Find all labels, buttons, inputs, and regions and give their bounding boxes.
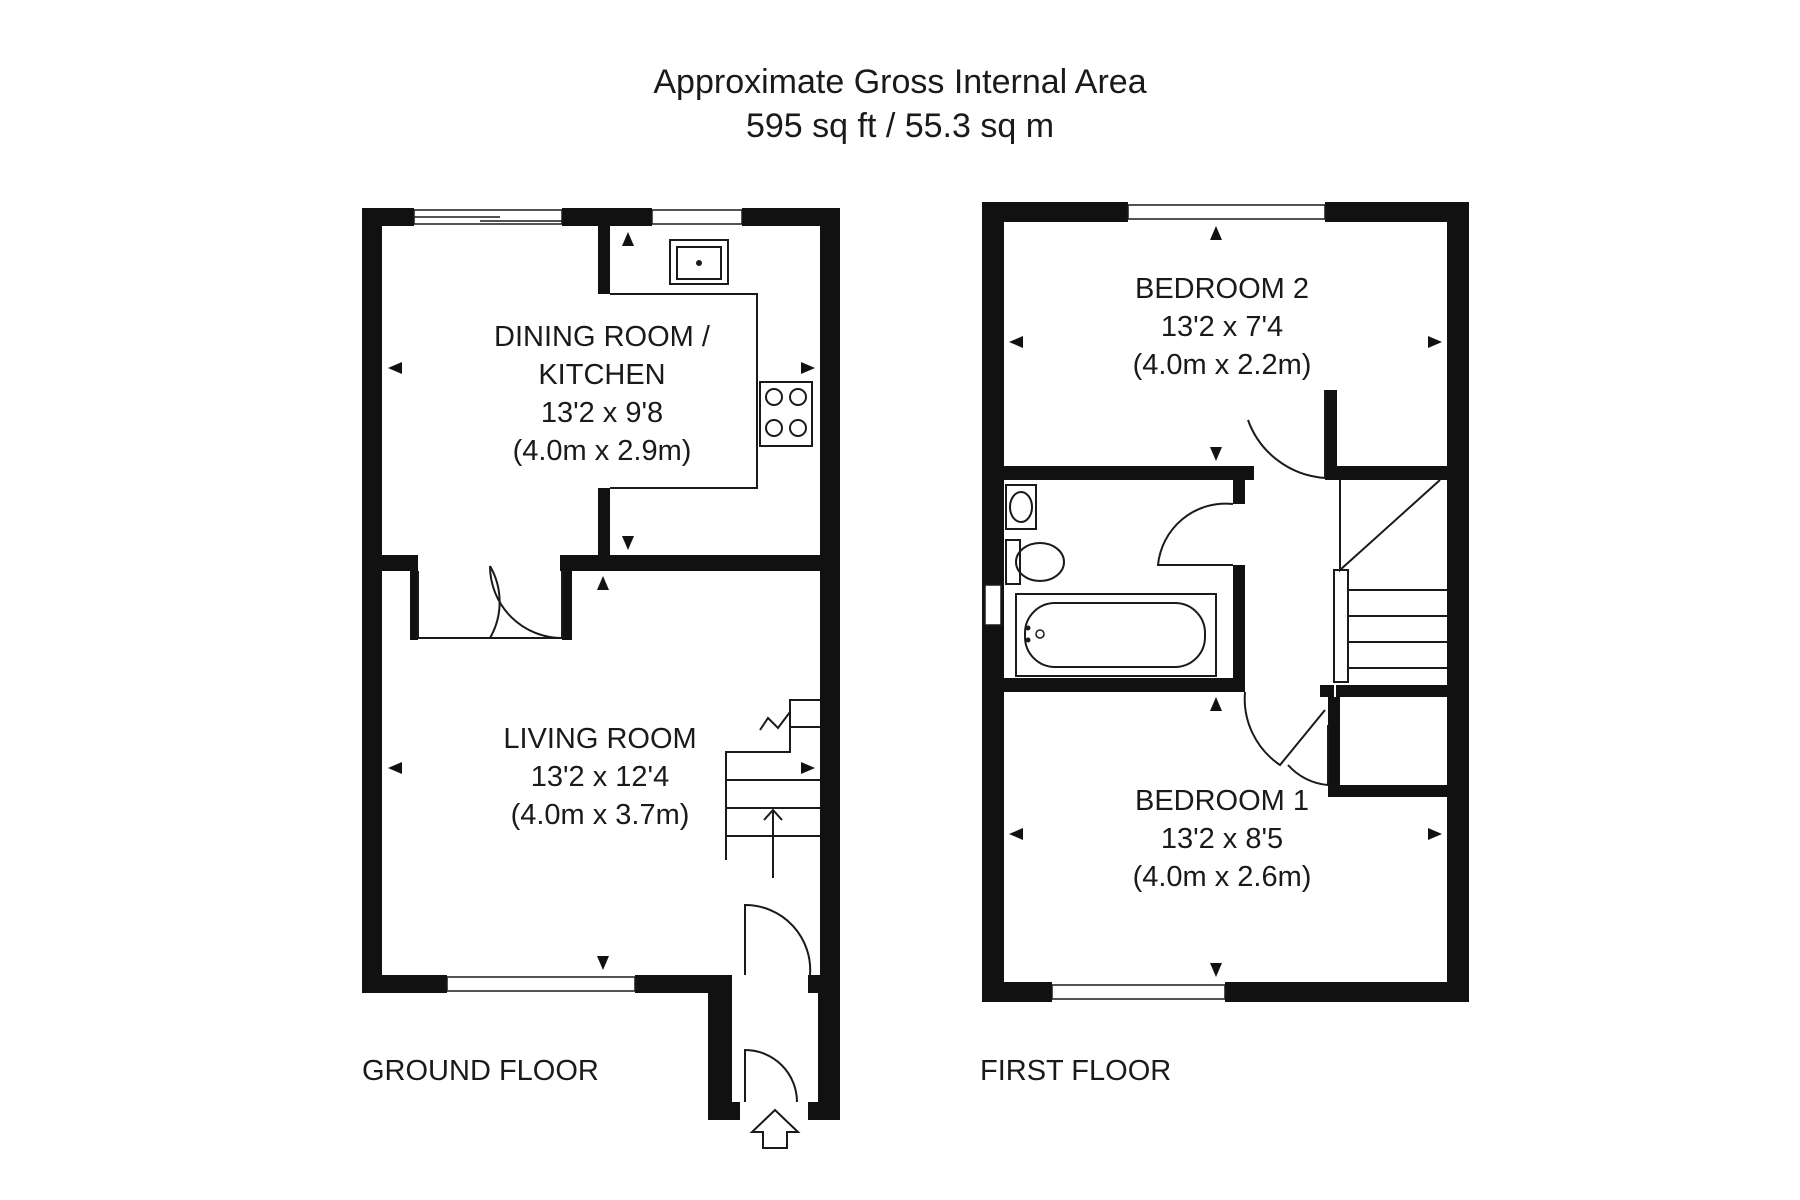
dimension-arrow-icon: [622, 536, 634, 550]
window-kitchen: [651, 209, 743, 225]
wall-east: [820, 208, 840, 988]
dimension-arrow-icon: [1009, 336, 1023, 348]
entrance-arrow-icon: [749, 1108, 801, 1149]
room-label-bedroom-1: BEDROOM 1 13'2 x 8'5 (4.0m x 2.6m): [1133, 785, 1312, 893]
window-bathroom: [984, 584, 1002, 626]
wall-south-2: [1225, 982, 1469, 1002]
window-bedroom-2: [1127, 204, 1326, 220]
wall-north-1: [982, 202, 1128, 222]
wall-south-1: [982, 982, 1052, 1002]
wall-bath-east-1: [1233, 466, 1245, 504]
floor-label-first: FIRST FLOOR: [980, 1055, 1171, 1087]
double-door-icon: [417, 565, 563, 639]
area-total: 595 sq ft / 55.3 sq m: [745, 107, 1055, 145]
porch-wall-south-2: [808, 1102, 840, 1120]
floorplan-header: Approximate Gross Internal Area 595 sq f…: [0, 60, 1800, 148]
wall-bath-south: [1004, 678, 1245, 692]
dimension-arrow-icon: [1210, 963, 1222, 977]
room-size-imperial: 13'2 x 9'8: [541, 397, 663, 429]
window-living: [446, 976, 636, 992]
wall-bedroom2-south-1: [1004, 466, 1254, 480]
wall-south-1: [362, 975, 447, 993]
toilet-icon: [1005, 539, 1065, 585]
dimension-arrow-icon: [388, 362, 402, 374]
dimension-arrow-icon: [1210, 226, 1222, 240]
porch-wall-south-1: [708, 1102, 740, 1120]
sink-icon: [669, 239, 729, 285]
area-title: Approximate Gross Internal Area: [653, 63, 1147, 101]
room-size-imperial: 13'2 x 12'4: [531, 761, 669, 793]
wall-bedroom2-stub: [1325, 390, 1337, 480]
dimension-arrow-icon: [1210, 447, 1222, 461]
porch-wall-east: [818, 975, 840, 1120]
room-size-metric: (4.0m x 2.2m): [1133, 349, 1312, 381]
dimension-arrow-icon: [597, 956, 609, 970]
dimension-arrow-icon: [622, 232, 634, 246]
room-size-imperial: 13'2 x 7'4: [1161, 311, 1283, 343]
wall-bedroom2-south-2: [1336, 466, 1447, 480]
wall-int-1: [382, 555, 417, 571]
dimension-arrow-icon: [801, 362, 815, 374]
wall-west: [362, 208, 382, 993]
wall-int-4: [410, 555, 418, 640]
hob-icon: [759, 381, 813, 447]
wall-bath-east-2: [1233, 565, 1245, 690]
wall-east: [1447, 202, 1469, 1002]
wall-north-1: [362, 208, 414, 226]
dimension-arrow-icon: [388, 762, 402, 774]
dimension-arrow-icon: [801, 762, 815, 774]
window-bedroom-1: [1051, 984, 1226, 1000]
room-label-dining-kitchen: DINING ROOM / KITCHEN 13'2 x 9'8 (4.0m x…: [494, 321, 711, 467]
staircase-icon: [1333, 479, 1447, 683]
kitchen-partition-bottom: [598, 488, 610, 558]
room-label-bedroom-2: BEDROOM 2 13'2 x 7'4 (4.0m x 2.2m): [1133, 273, 1312, 381]
room-size-metric: (4.0m x 3.7m): [511, 799, 690, 831]
kitchen-partition-top: [598, 226, 610, 294]
wall-int-3: [562, 555, 572, 640]
room-name: BEDROOM 2: [1135, 273, 1309, 305]
dimension-arrow-icon: [1428, 336, 1442, 348]
room-name: BEDROOM 1: [1135, 785, 1309, 817]
room-size-metric: (4.0m x 2.9m): [513, 435, 692, 467]
door-bedroom1-icon: [1243, 691, 1326, 767]
wall-cupboard: [1328, 697, 1340, 797]
room-label-living-room: LIVING ROOM 13'2 x 12'4 (4.0m x 3.7m): [503, 723, 696, 831]
dimension-arrow-icon: [1428, 828, 1442, 840]
wall-north-2: [1325, 202, 1469, 222]
floor-label-ground: GROUND FLOOR: [362, 1055, 599, 1087]
wall-south-2: [635, 975, 732, 993]
room-size-imperial: 13'2 x 8'5: [1161, 823, 1283, 855]
basin-icon: [1005, 484, 1037, 530]
dimension-arrow-icon: [1009, 828, 1023, 840]
first-floor-plan: BEDROOM 2 13'2 x 7'4 (4.0m x 2.2m) BEDRO…: [980, 202, 1469, 1087]
door-bedroom2-icon: [1247, 390, 1326, 480]
door-bathroom-icon: [1156, 502, 1234, 566]
bathtub-icon: [1015, 593, 1217, 677]
entrance-door-icon: [744, 903, 812, 1103]
room-name: LIVING ROOM: [503, 723, 696, 755]
kitchen-counter: [610, 293, 758, 489]
room-name: DINING ROOM /: [494, 321, 711, 353]
dimension-arrow-icon: [1210, 697, 1222, 711]
porch-wall-west: [708, 975, 732, 1120]
staircase-icon: [725, 699, 820, 878]
wall-cupboard-south: [1328, 785, 1447, 797]
room-size-metric: (4.0m x 2.6m): [1133, 861, 1312, 893]
ground-floor-plan: DINING ROOM / KITCHEN 13'2 x 9'8 (4.0m x…: [362, 208, 840, 1149]
door-cupboard-icon: [1287, 725, 1329, 787]
room-name: KITCHEN: [538, 359, 665, 391]
wall-north-3: [742, 208, 840, 226]
wall-landing-south: [1336, 685, 1447, 697]
wall-int-2: [560, 555, 820, 571]
wall-north-2: [562, 208, 652, 226]
dimension-arrow-icon: [597, 576, 609, 590]
